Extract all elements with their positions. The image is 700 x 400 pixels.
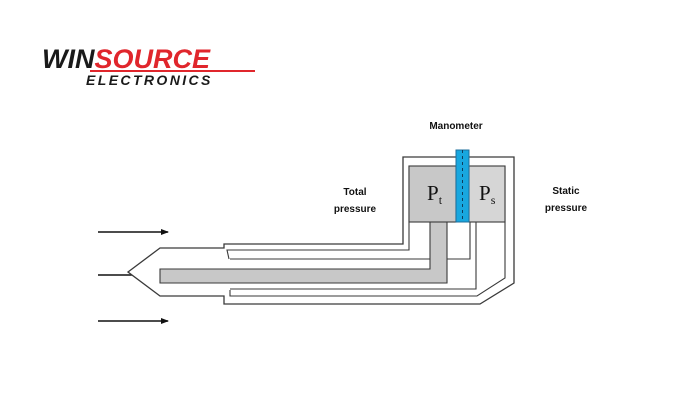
winsource-logo: WINSOURCE ELECTRONICS — [42, 44, 255, 88]
manometer-label: Manometer — [429, 121, 482, 132]
total-pressure-label-line1: Total — [343, 187, 366, 198]
logo-title: WINSOURCE — [42, 44, 211, 74]
ps-symbol: Ps — [479, 181, 496, 207]
static-pressure-label-line1: Static — [552, 186, 580, 197]
total-pressure-label-line2: pressure — [334, 204, 377, 215]
static-pressure-label-line2: pressure — [545, 203, 588, 214]
pt-symbol: Pt — [427, 181, 443, 207]
logo-subtitle: ELECTRONICS — [86, 72, 213, 88]
logo-part1: WIN — [42, 44, 95, 74]
logo-part2: SOURCE — [94, 44, 211, 74]
